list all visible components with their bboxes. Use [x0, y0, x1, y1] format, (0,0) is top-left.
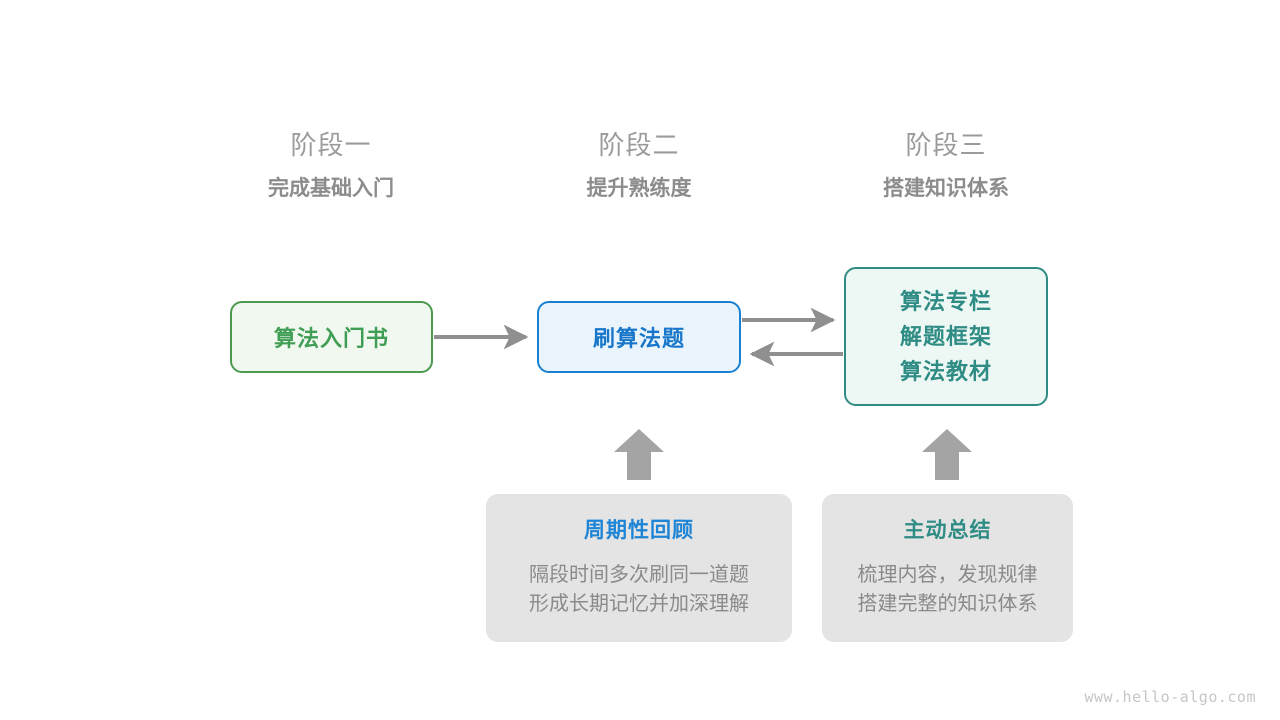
- stage-3-name: 阶段三: [905, 130, 987, 160]
- stage-3-subtitle: 搭建知识体系: [883, 177, 1009, 200]
- arrow-review-to-practice: [614, 429, 664, 480]
- note-periodic-review-title: 周期性回顾: [584, 519, 694, 542]
- note-periodic-review-body-line-2: 形成长期记忆并加深理解: [529, 593, 749, 615]
- node-resources[interactable]: 算法专栏 解题框架 算法教材: [844, 267, 1048, 406]
- node-intro-book[interactable]: 算法入门书: [230, 301, 433, 373]
- watermark: www.hello-algo.com: [1084, 688, 1256, 706]
- node-resources-line-2: 解题框架: [899, 324, 992, 349]
- arrow-summary-to-resources: [922, 429, 972, 480]
- stage-header-2: 阶段二 提升熟练度: [529, 128, 749, 204]
- note-active-summary-title: 主动总结: [903, 519, 992, 542]
- stage-2-subtitle: 提升熟练度: [586, 177, 692, 200]
- stage-header-1: 阶段一 完成基础入门: [221, 128, 441, 204]
- note-active-summary-body-line-1: 梳理内容，发现规律: [857, 564, 1038, 586]
- node-resources-line-1: 算法专栏: [899, 289, 992, 314]
- node-practice-problems[interactable]: 刷算法题: [537, 301, 741, 373]
- stage-2-name: 阶段二: [598, 130, 680, 160]
- note-active-summary[interactable]: 主动总结 梳理内容，发现规律 搭建完整的知识体系: [822, 494, 1073, 642]
- stage-1-name: 阶段一: [290, 130, 372, 160]
- note-periodic-review[interactable]: 周期性回顾 隔段时间多次刷同一道题 形成长期记忆并加深理解: [486, 494, 792, 642]
- note-active-summary-body-line-2: 搭建完整的知识体系: [857, 593, 1038, 615]
- node-intro-book-label: 算法入门书: [273, 326, 389, 351]
- stage-1-subtitle: 完成基础入门: [268, 177, 394, 200]
- note-periodic-review-body-line-1: 隔段时间多次刷同一道题: [529, 564, 749, 586]
- node-practice-problems-label: 刷算法题: [592, 326, 685, 351]
- stage-header-3: 阶段三 搭建知识体系: [836, 128, 1056, 204]
- node-resources-line-3: 算法教材: [899, 359, 992, 384]
